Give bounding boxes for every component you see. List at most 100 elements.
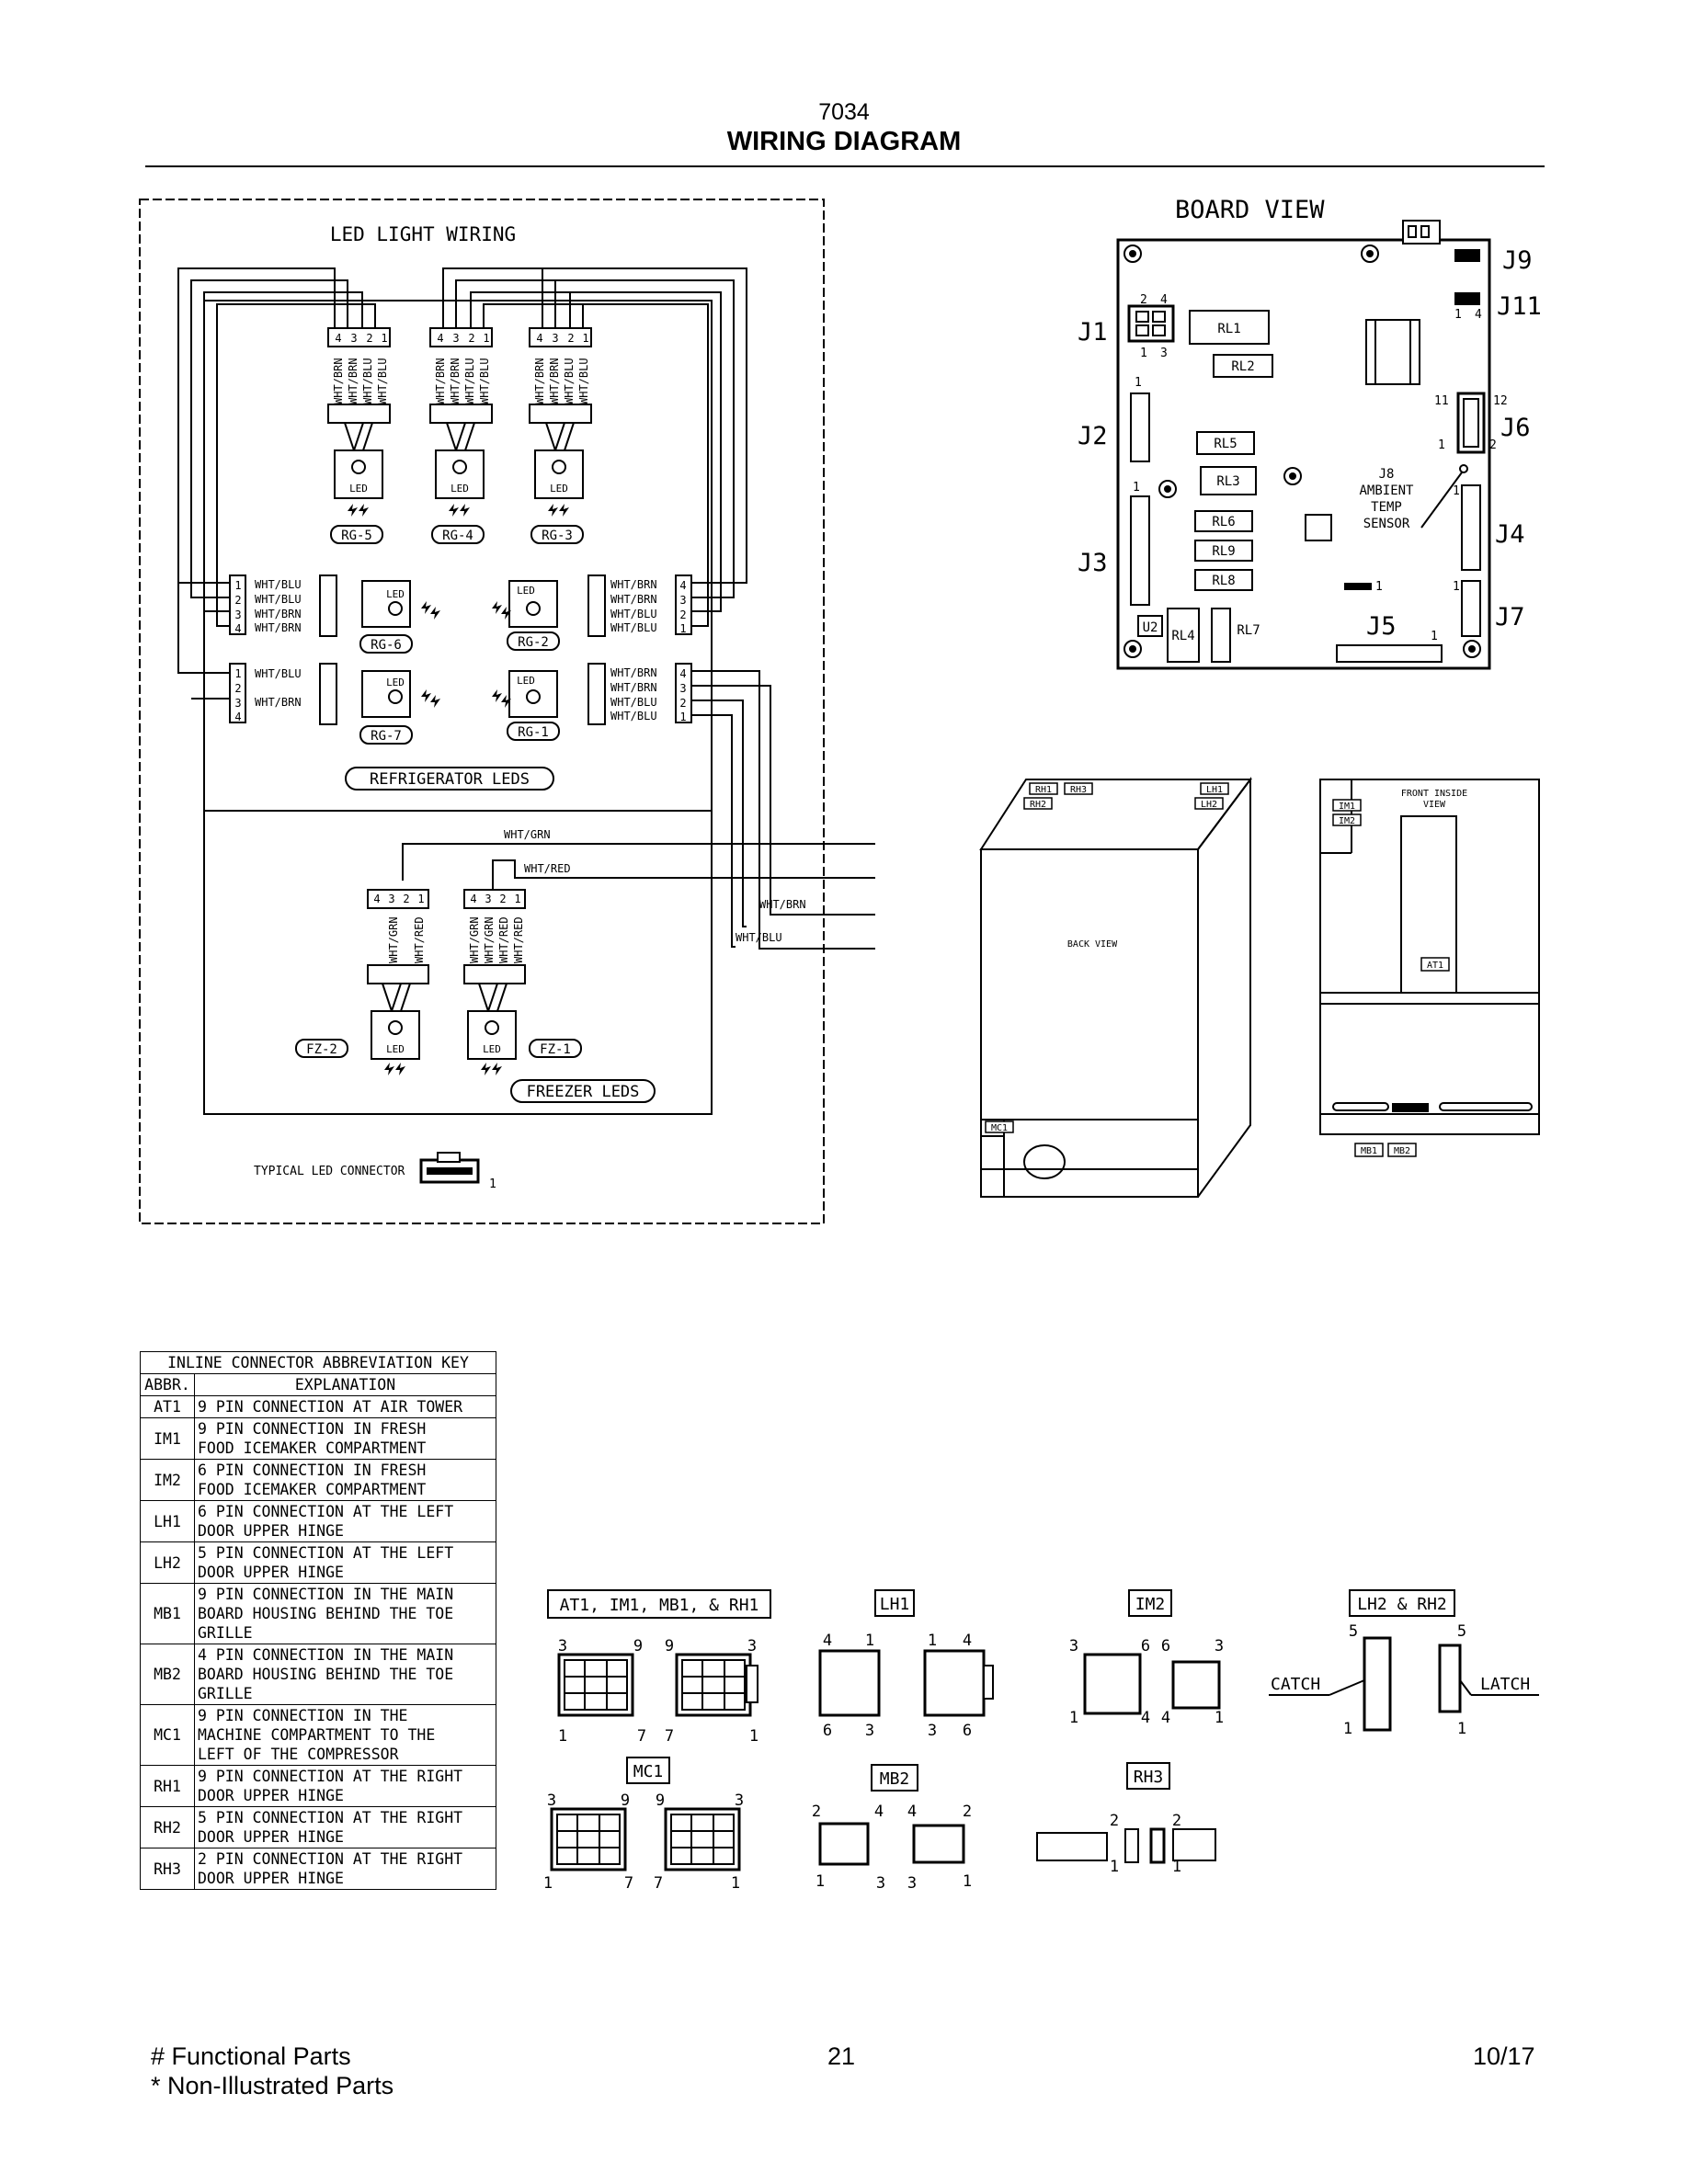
svg-text:LH2: LH2 xyxy=(1201,800,1217,810)
rg5-label: RG-5 xyxy=(341,529,372,543)
svg-text:3: 3 xyxy=(350,332,357,345)
svg-text:1: 1 xyxy=(483,332,489,345)
svg-text:VIEW: VIEW xyxy=(1423,800,1446,810)
led-rg6: 1 2 3 4 WHT/BLU WHT/BLU WHT/BRN WHT/BRN … xyxy=(229,574,440,654)
svg-text:1: 1 xyxy=(963,1872,972,1891)
svg-text:RH1: RH1 xyxy=(1035,785,1052,795)
front-view-labels: FRONT INSIDE VIEW IM1 IM2 AT1 MB1 MB2 xyxy=(1332,789,1467,1157)
svg-text:LED: LED xyxy=(349,483,368,495)
svg-text:3: 3 xyxy=(388,893,394,905)
fz2-label: FZ-2 xyxy=(306,1042,337,1057)
svg-text:WHT/BLU: WHT/BLU xyxy=(478,358,491,404)
catch-label: CATCH xyxy=(1271,1675,1320,1694)
svg-text:J8: J8 xyxy=(1379,467,1395,482)
svg-text:RL4: RL4 xyxy=(1171,629,1194,643)
svg-text:1: 1 xyxy=(558,1727,567,1746)
connector-abbreviation-key: INLINE CONNECTOR ABBREVIATION KEY ABBR. … xyxy=(140,1351,496,1890)
svg-text:RL1: RL1 xyxy=(1217,322,1240,336)
svg-text:2: 2 xyxy=(963,1803,972,1821)
svg-text:RH2: RH2 xyxy=(1030,800,1046,810)
svg-text:1: 1 xyxy=(928,1632,937,1650)
svg-text:9: 9 xyxy=(665,1637,674,1655)
svg-text:WHT/BRN: WHT/BRN xyxy=(332,358,345,404)
svg-text:1: 1 xyxy=(1438,438,1445,452)
led-rg3: 4 3 2 1 WHT/BRN WHT/BRN WHT/BLU WHT/BLU … xyxy=(529,327,592,544)
svg-text:12: 12 xyxy=(1493,394,1508,408)
svg-text:2: 2 xyxy=(679,609,686,621)
svg-text:4: 4 xyxy=(907,1803,917,1821)
svg-text:WHT/BLU: WHT/BLU xyxy=(361,358,374,404)
svg-text:3: 3 xyxy=(1215,1637,1224,1655)
svg-text:TEMP: TEMP xyxy=(1371,500,1402,515)
svg-text:WHT/BLU: WHT/BLU xyxy=(610,696,657,709)
svg-text:RH3: RH3 xyxy=(1070,785,1087,795)
svg-text:3: 3 xyxy=(452,332,459,345)
svg-text:WHT/BRN: WHT/BRN xyxy=(610,666,657,679)
svg-text:4: 4 xyxy=(470,893,476,905)
svg-text:4: 4 xyxy=(437,332,443,345)
svg-text:3: 3 xyxy=(558,1637,567,1655)
svg-text:3: 3 xyxy=(928,1722,937,1740)
key-col-expl: EXPLANATION xyxy=(194,1373,496,1396)
svg-text:2: 2 xyxy=(403,893,409,905)
footer-functional-parts: # Functional Parts xyxy=(151,2042,351,2070)
back-view xyxy=(979,777,1252,1198)
svg-text:WHT/BLU: WHT/BLU xyxy=(255,667,302,680)
svg-text:2: 2 xyxy=(499,893,506,905)
svg-text:1: 1 xyxy=(1133,481,1140,495)
svg-text:4: 4 xyxy=(536,332,542,345)
svg-text:7: 7 xyxy=(665,1727,674,1746)
svg-text:1: 1 xyxy=(1172,1858,1181,1876)
svg-text:AMBIENT: AMBIENT xyxy=(1359,483,1414,498)
svg-text:3: 3 xyxy=(552,332,558,345)
svg-text:9: 9 xyxy=(633,1637,643,1655)
svg-text:1: 1 xyxy=(749,1727,758,1746)
svg-text:1: 1 xyxy=(1431,630,1438,643)
svg-text:7: 7 xyxy=(654,1874,663,1893)
svg-text:4: 4 xyxy=(335,332,341,345)
svg-text:WHT/BRN: WHT/BRN xyxy=(533,358,546,404)
svg-text:MC1: MC1 xyxy=(991,1123,1008,1133)
rg4-label: RG-4 xyxy=(442,529,473,543)
footer-date: 10/17 xyxy=(1473,2042,1535,2070)
connector-rh3-title: RH3 xyxy=(1134,1768,1164,1787)
svg-text:7: 7 xyxy=(637,1727,646,1746)
svg-text:J4: J4 xyxy=(1495,520,1525,549)
svg-text:WHT/BRN: WHT/BRN xyxy=(255,621,302,634)
svg-text:WHT/BRN: WHT/BRN xyxy=(759,898,806,911)
svg-text:1: 1 xyxy=(679,711,686,723)
connector-mb2-title: MB2 xyxy=(880,1769,910,1789)
svg-text:6: 6 xyxy=(1141,1637,1150,1655)
svg-text:1: 1 xyxy=(1457,1720,1466,1738)
svg-text:1: 1 xyxy=(543,1874,553,1893)
svg-text:2: 2 xyxy=(567,332,574,345)
svg-text:WHT/RED: WHT/RED xyxy=(497,916,510,963)
typical-led-connector xyxy=(419,1152,480,1184)
svg-text:MB1: MB1 xyxy=(1361,1146,1377,1156)
svg-text:1: 1 xyxy=(1453,484,1460,498)
svg-text:3: 3 xyxy=(547,1792,556,1810)
footer-non-illustrated-parts: * Non-Illustrated Parts xyxy=(151,2072,394,2099)
svg-text:4: 4 xyxy=(679,667,686,680)
svg-text:1: 1 xyxy=(1215,1709,1224,1727)
svg-text:2: 2 xyxy=(234,594,241,607)
svg-text:1: 1 xyxy=(679,622,686,635)
led-rg2: LED WHT/BRN WHT/BRN WHT/BLU WHT/BLU 4 3 … xyxy=(492,574,692,651)
svg-text:2: 2 xyxy=(1172,1812,1181,1830)
svg-text:3: 3 xyxy=(234,697,241,710)
rg6-label: RG-6 xyxy=(371,638,402,653)
svg-text:SENSOR: SENSOR xyxy=(1363,517,1410,531)
freezer-leds-label: FREEZER LEDS xyxy=(527,1083,640,1101)
svg-text:4: 4 xyxy=(874,1803,884,1821)
svg-text:LH1: LH1 xyxy=(1206,785,1223,795)
svg-text:3: 3 xyxy=(679,594,686,607)
svg-text:1: 1 xyxy=(234,667,241,680)
